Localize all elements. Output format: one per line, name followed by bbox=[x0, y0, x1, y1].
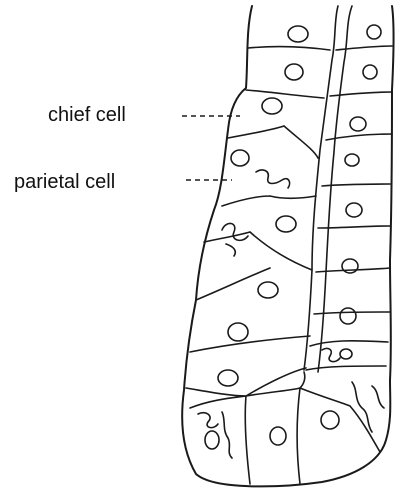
nuclei-right-column bbox=[340, 25, 381, 359]
nucleus bbox=[340, 308, 356, 324]
nuclei-left-column bbox=[218, 26, 308, 386]
cell-borders-left bbox=[186, 47, 330, 396]
nucleus bbox=[218, 370, 238, 386]
parietal-canaliculus-2 bbox=[222, 223, 248, 256]
nucleus bbox=[340, 349, 352, 359]
nucleus bbox=[276, 216, 296, 232]
lumen-left-wall bbox=[304, 6, 338, 370]
nucleus bbox=[346, 203, 362, 217]
nucleus bbox=[228, 323, 248, 341]
parietal-canaliculus-4 bbox=[352, 382, 384, 432]
cell-borders-bottom bbox=[190, 372, 380, 484]
nucleus bbox=[288, 26, 308, 42]
nucleus bbox=[205, 431, 219, 449]
parietal-canaliculus-1 bbox=[256, 170, 290, 188]
nucleus bbox=[285, 64, 303, 80]
nucleus bbox=[270, 427, 286, 445]
nucleus bbox=[363, 65, 377, 79]
nucleus bbox=[262, 98, 282, 114]
parietal-canaliculus-5 bbox=[322, 348, 340, 361]
nucleus bbox=[350, 117, 366, 131]
nucleus bbox=[367, 25, 381, 39]
nucleus bbox=[321, 411, 339, 429]
nucleus bbox=[345, 154, 359, 166]
lumen-right-wall bbox=[318, 6, 352, 372]
nucleus bbox=[258, 282, 278, 298]
cell-borders-right bbox=[306, 46, 392, 370]
nucleus bbox=[231, 150, 249, 166]
parietal-canaliculus-3 bbox=[198, 412, 232, 458]
